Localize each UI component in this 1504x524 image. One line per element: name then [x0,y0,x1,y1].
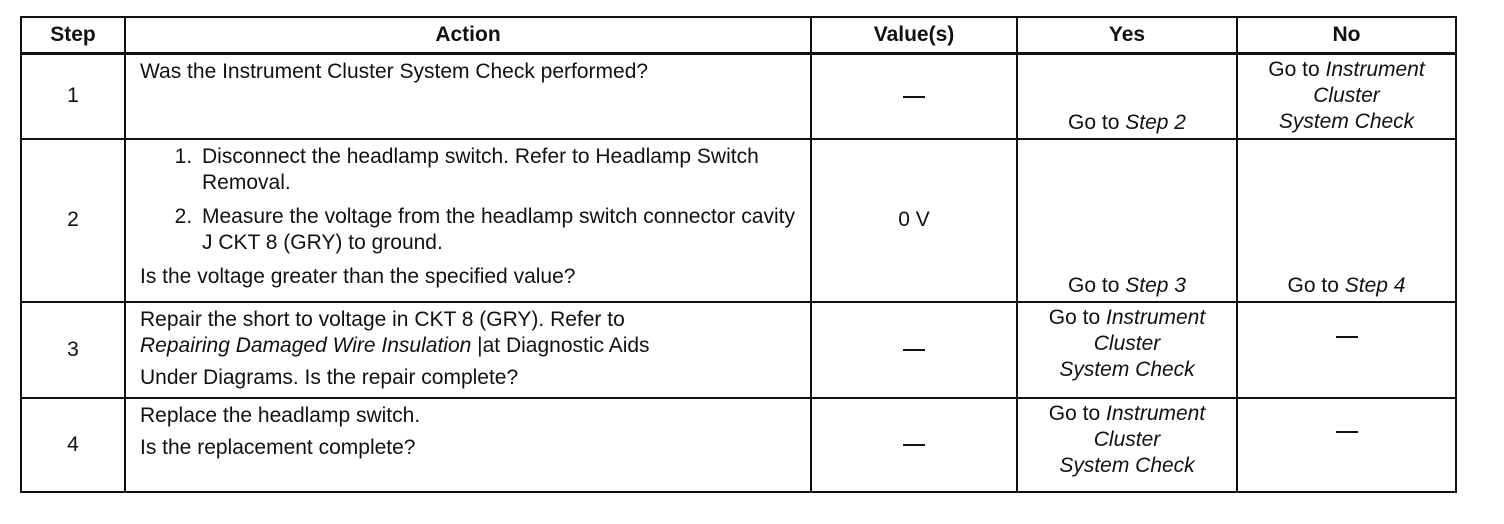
yes-cell: Go to Step 2 [1016,52,1238,140]
value-dash: — [903,95,925,98]
no-prefix: Go to [1268,58,1326,81]
yes-cell: Go to Step 3 [1016,137,1238,303]
no-link-1[interactable]: Instrument [1325,58,1425,81]
substep-item: Measure the voltage from the headlamp sw… [198,204,800,256]
table-row: 2 Disconnect the headlamp switch. Refer … [20,137,1457,303]
yes-prefix: Go to [1048,401,1106,425]
header-values: Value(s) [810,16,1018,55]
action-text: Repair the short to voltage in CKT 8 (GR… [140,307,625,331]
step-number: 4 [20,396,126,493]
yes-link-3[interactable]: System Check [1059,357,1195,381]
table-row: 1 Was the Instrument Cluster System Chec… [20,52,1457,140]
diagnostic-table: Step Action Value(s) Yes No 1 Was the In… [20,16,1457,493]
action-cell: Replace the headlamp switch. Is the repl… [124,396,812,493]
yes-prefix: Go to [1068,110,1126,134]
action-text: Was the Instrument Cluster System Check … [140,60,649,83]
value-cell: 0 V [810,137,1018,303]
action-question: Is the voltage greater than the specifie… [140,264,576,288]
yes-link[interactable]: Step 2 [1125,110,1186,134]
no-cell: — [1236,396,1457,493]
yes-link-2[interactable]: Cluster [1093,427,1161,451]
action-text: Replace the headlamp switch. [140,403,421,427]
table-row: 3 Repair the short to voltage in CKT 8 (… [20,300,1457,399]
value-cell: — [810,300,1018,399]
no-link-3[interactable]: System Check [1278,110,1415,133]
header-no: No [1236,16,1457,55]
no-link[interactable]: Step 4 [1344,273,1406,297]
yes-prefix: Go to [1048,305,1106,329]
header-yes: Yes [1016,16,1238,55]
no-link-2[interactable]: Cluster [1313,84,1380,107]
yes-link[interactable]: Step 3 [1125,273,1186,297]
table-row: 4 Replace the headlamp switch. Is the re… [20,396,1457,493]
action-cell: Disconnect the headlamp switch. Refer to… [124,137,812,303]
yes-cell: Go to Instrument Cluster System Check [1016,300,1238,399]
value-dash: — [903,443,925,446]
yes-prefix: Go to [1068,273,1126,297]
yes-link-3[interactable]: System Check [1059,453,1195,477]
value-cell: — [810,396,1018,493]
action-cell: Repair the short to voltage in CKT 8 (GR… [124,300,812,399]
action-text-rest: |at Diagnostic Aids [471,333,650,357]
yes-cell: Go to Instrument Cluster System Check [1016,396,1238,493]
action-text: Repairing Damaged Wire Insulation |at Di… [140,333,800,359]
step-number: 1 [20,52,126,140]
no-dash: — [1335,335,1358,364]
yes-link-2[interactable]: Cluster [1093,331,1161,355]
value-dash: — [903,348,925,351]
header-step: Step [20,16,126,55]
action-text: Under Diagrams. Is the repair complete? [140,365,519,389]
step-number: 3 [20,300,126,399]
no-cell: — [1236,300,1457,399]
header-row: Step Action Value(s) Yes No [20,16,1457,55]
step-number: 2 [20,137,126,303]
action-cell: Was the Instrument Cluster System Check … [124,52,812,140]
substep-list: Disconnect the headlamp switch. Refer to… [140,144,800,256]
no-prefix: Go to [1287,273,1345,297]
no-dash: — [1335,430,1358,459]
header-action: Action [124,16,812,55]
yes-link-1[interactable]: Instrument [1105,305,1206,329]
action-text: Is the replacement complete? [140,435,416,459]
no-cell: Go to Instrument Cluster System Check [1236,52,1457,140]
action-link[interactable]: Repairing Damaged Wire Insulation [140,333,472,357]
yes-link-1[interactable]: Instrument [1105,401,1206,425]
no-cell: Go to Step 4 [1236,137,1457,303]
value-cell: — [810,52,1018,140]
substep-item: Disconnect the headlamp switch. Refer to… [198,144,800,196]
